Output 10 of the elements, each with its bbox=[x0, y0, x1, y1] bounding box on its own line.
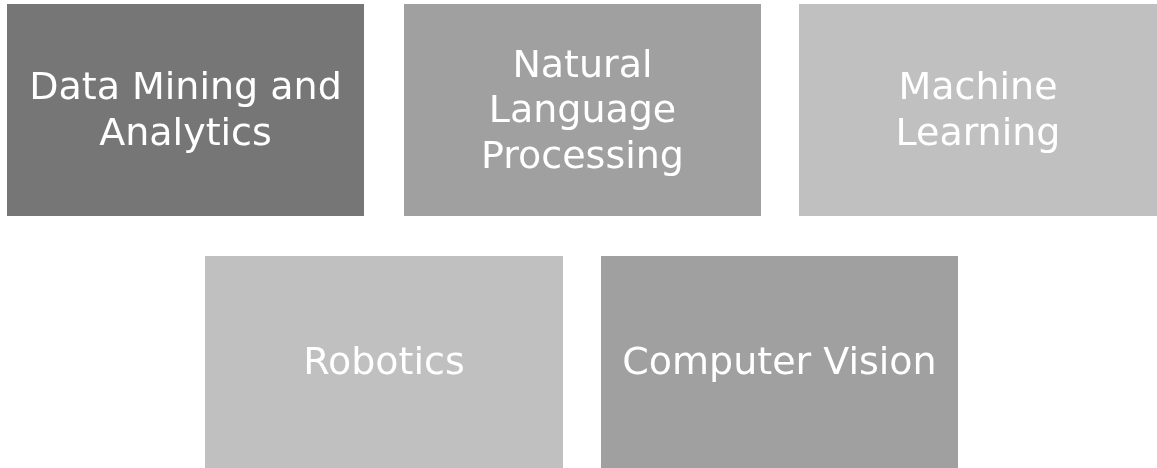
topic-label: Data Mining and Analytics bbox=[28, 64, 343, 156]
topic-box bbox=[205, 256, 563, 468]
topic-box bbox=[601, 256, 958, 468]
topic-box bbox=[799, 4, 1157, 216]
topic-label: Machine Learning bbox=[894, 64, 1062, 156]
topic-label: Natural Language Processing bbox=[480, 41, 685, 179]
topic-label: Robotics bbox=[303, 339, 465, 385]
topic-box bbox=[7, 4, 364, 216]
topic-label: Computer Vision bbox=[622, 339, 937, 385]
topic-box bbox=[404, 4, 761, 216]
